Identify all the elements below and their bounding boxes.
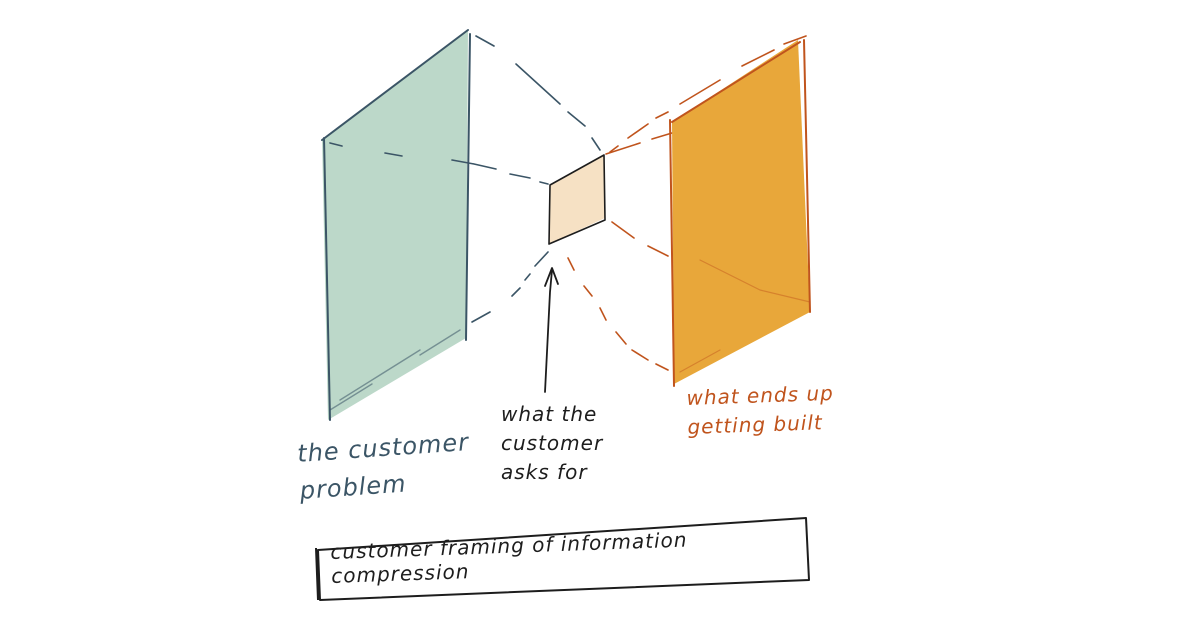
built-texture (679, 259, 811, 373)
projection-lower (471, 251, 549, 323)
built-outline (669, 39, 811, 387)
projection-orange-lower (567, 257, 669, 371)
arrow-head (544, 267, 559, 287)
customer-problem-outline (321, 29, 471, 421)
built-label: what ends up getting built (686, 380, 835, 439)
projection-top (475, 35, 601, 151)
customer-problem-panel (321, 29, 471, 421)
built-panel (669, 39, 811, 387)
projection-orange-top (609, 35, 807, 153)
asks-for-arrow (544, 267, 559, 393)
customer-asks-label: what the customer asks for (501, 402, 604, 484)
projection-orange-mid (605, 132, 673, 155)
customer-asks-outline (548, 154, 606, 245)
customer-problem-hatching (329, 329, 461, 411)
customer-problem-fill (322, 30, 468, 420)
customer-asks-panel (548, 154, 606, 245)
customer-asks-fill (549, 155, 605, 244)
problem-to-ask-projection (329, 35, 601, 323)
caption-box (315, 517, 810, 601)
built-fill (672, 40, 810, 384)
projection-upper-middle (329, 142, 549, 185)
customer-problem-label: the customer problem (296, 427, 470, 506)
arrow-shaft (544, 269, 553, 393)
